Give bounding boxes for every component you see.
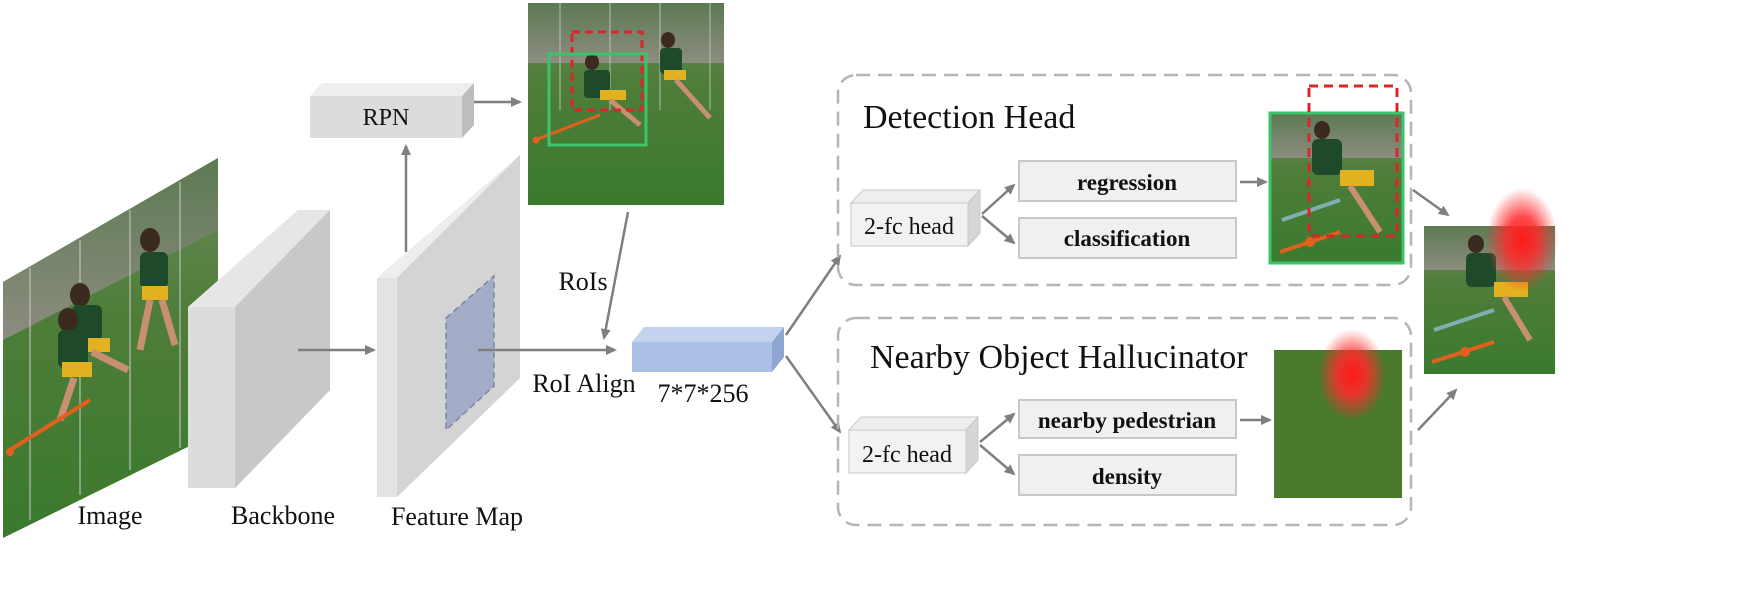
density-map <box>1274 329 1402 498</box>
feature-map-label: Feature Map <box>391 502 523 531</box>
density-box <box>1018 454 1237 496</box>
rois-label: RoIs <box>558 267 607 296</box>
regression-box <box>1018 160 1237 202</box>
detection-head-panel: Detection Head 2-fc head regression clas… <box>836 73 1413 287</box>
final-output-image <box>1424 188 1558 374</box>
backbone-label: Backbone <box>231 501 335 530</box>
density-label: density <box>1092 464 1163 489</box>
detection-fc-head-block: 2-fc head <box>849 188 982 248</box>
backbone-block: Backbone <box>188 210 335 530</box>
hallucinator-panel: Nearby Object Hallucinator 2-fc head nea… <box>836 316 1413 527</box>
nearby-pedestrian-label: nearby pedestrian <box>1038 408 1216 433</box>
proposals-image <box>528 3 724 205</box>
roi-feature-block: 7*7*256 <box>632 327 784 408</box>
classification-label: classification <box>1064 226 1191 251</box>
rpn-block: RPN <box>310 83 474 138</box>
regression-label: regression <box>1077 170 1177 195</box>
hallucinator-fc-head-block: 2-fc head <box>847 415 980 475</box>
roi-align-label: RoI Align <box>532 369 635 398</box>
to-detection-head-arrow <box>784 254 842 336</box>
rpn-label: RPN <box>363 105 410 131</box>
classification-box <box>1018 217 1237 259</box>
hallucinator-to-output-arrow <box>1417 388 1458 431</box>
input-image: Image <box>3 158 218 538</box>
detection-head-title: Detection Head <box>863 99 1075 136</box>
nearby-pedestrian-box <box>1018 399 1237 439</box>
to-hallucinator-arrow <box>784 355 842 434</box>
feature-map-block: Feature Map <box>377 155 523 531</box>
players-figure <box>6 228 179 456</box>
image-label: Image <box>78 501 143 530</box>
roi-feature-size-label: 7*7*256 <box>658 379 749 408</box>
detection-fc-head-label: 2-fc head <box>864 214 954 240</box>
proposal-red-box <box>570 30 644 112</box>
hallucinator-title: Nearby Object Hallucinator <box>870 339 1248 376</box>
detection-to-output-arrow <box>1412 188 1450 217</box>
proposal-green-box <box>547 52 648 147</box>
hallucinator-fc-head-label: 2-fc head <box>862 442 952 468</box>
detection-output-image <box>1268 84 1405 265</box>
rois-arrow <box>600 211 630 340</box>
